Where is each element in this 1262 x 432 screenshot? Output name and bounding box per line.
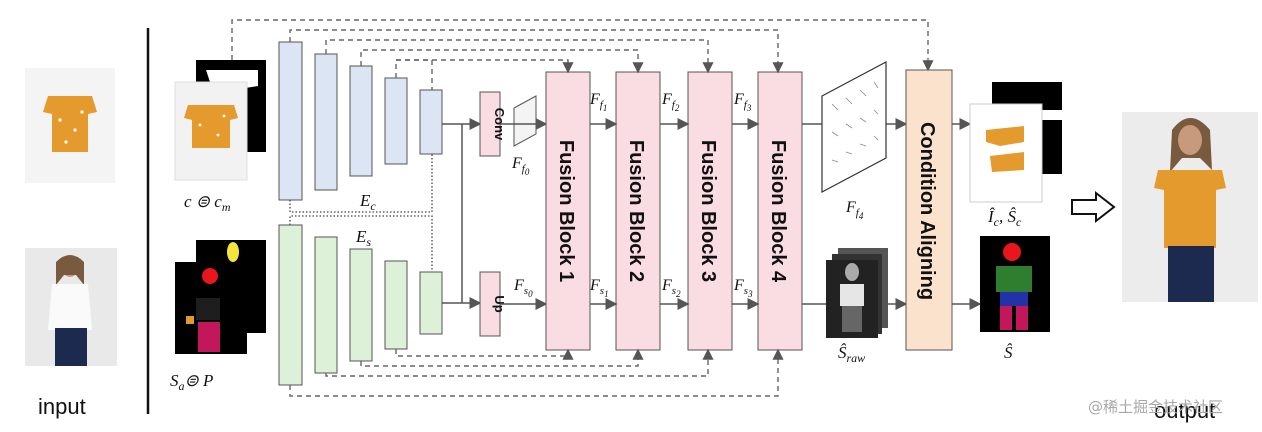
flow-field-image bbox=[821, 61, 887, 193]
fusion-block-3: Fusion Block 3 bbox=[687, 71, 733, 351]
fusion-block-1: Fusion Block 1 bbox=[545, 71, 591, 351]
svg-text:Fusion Block 3: Fusion Block 3 bbox=[697, 140, 719, 282]
encoder-s bbox=[278, 224, 443, 386]
output-label: output bbox=[1154, 398, 1215, 423]
svg-text:Fusion Block 1: Fusion Block 1 bbox=[555, 140, 577, 282]
output-arrow-icon bbox=[1071, 190, 1116, 224]
warped-garment-image bbox=[969, 103, 1043, 203]
svg-text:Fusion Block 2: Fusion Block 2 bbox=[625, 140, 647, 282]
sa-p-label: Sa⊜ P bbox=[170, 371, 213, 393]
ff3-label: Ff3 bbox=[733, 91, 752, 113]
encoder-c bbox=[278, 41, 443, 201]
fusion-connectors bbox=[590, 118, 760, 310]
ff0-tile bbox=[513, 95, 537, 147]
ff2-label: Ff2 bbox=[661, 91, 680, 113]
s-hat-image bbox=[980, 236, 1050, 332]
ff1-label: Ff1 bbox=[589, 91, 607, 113]
garment-image bbox=[174, 81, 248, 181]
input-label: input bbox=[38, 394, 86, 419]
ec-label: Ec bbox=[359, 191, 376, 213]
up-label: Up bbox=[492, 295, 507, 312]
bottom-skip-connections bbox=[289, 348, 784, 397]
es-label: Es bbox=[355, 227, 371, 249]
fusion-block-2: Fusion Block 2 bbox=[615, 71, 661, 351]
top-skip-connections bbox=[231, 19, 934, 90]
watermark-text: @稀土掘金技术社区 bbox=[1088, 398, 1223, 416]
encoder-cross-links bbox=[289, 154, 433, 272]
s-raw-label: Ŝraw bbox=[838, 343, 865, 365]
fs3-label: Fs3 bbox=[733, 277, 753, 299]
svg-text:Condition Aligning: Condition Aligning bbox=[916, 122, 938, 300]
conv-label: Conv bbox=[492, 108, 507, 141]
svg-text:Fusion Block 4: Fusion Block 4 bbox=[767, 140, 789, 283]
fs2-label: Fs2 bbox=[661, 277, 681, 299]
ff4-label: Ff4 bbox=[845, 199, 864, 221]
condition-aligning-block: Condition Aligning bbox=[905, 69, 953, 351]
fs1-label: Fs1 bbox=[589, 277, 609, 299]
c-cm-label: c ⊜ cm bbox=[184, 192, 231, 214]
input-garment-image bbox=[25, 68, 115, 183]
output-person-image bbox=[1122, 112, 1258, 302]
s-hat-label: Ŝ bbox=[1004, 343, 1013, 362]
ff0-label: Ff0 bbox=[511, 155, 530, 177]
fs0-label: Fs0 bbox=[513, 277, 533, 299]
ic-sc-label: Îc, Ŝc bbox=[987, 207, 1022, 229]
input-person-image bbox=[25, 248, 117, 366]
fusion-block-4: Fusion Block 4 bbox=[757, 71, 803, 351]
segmentation-image bbox=[175, 262, 247, 354]
s-raw-image bbox=[826, 248, 888, 338]
